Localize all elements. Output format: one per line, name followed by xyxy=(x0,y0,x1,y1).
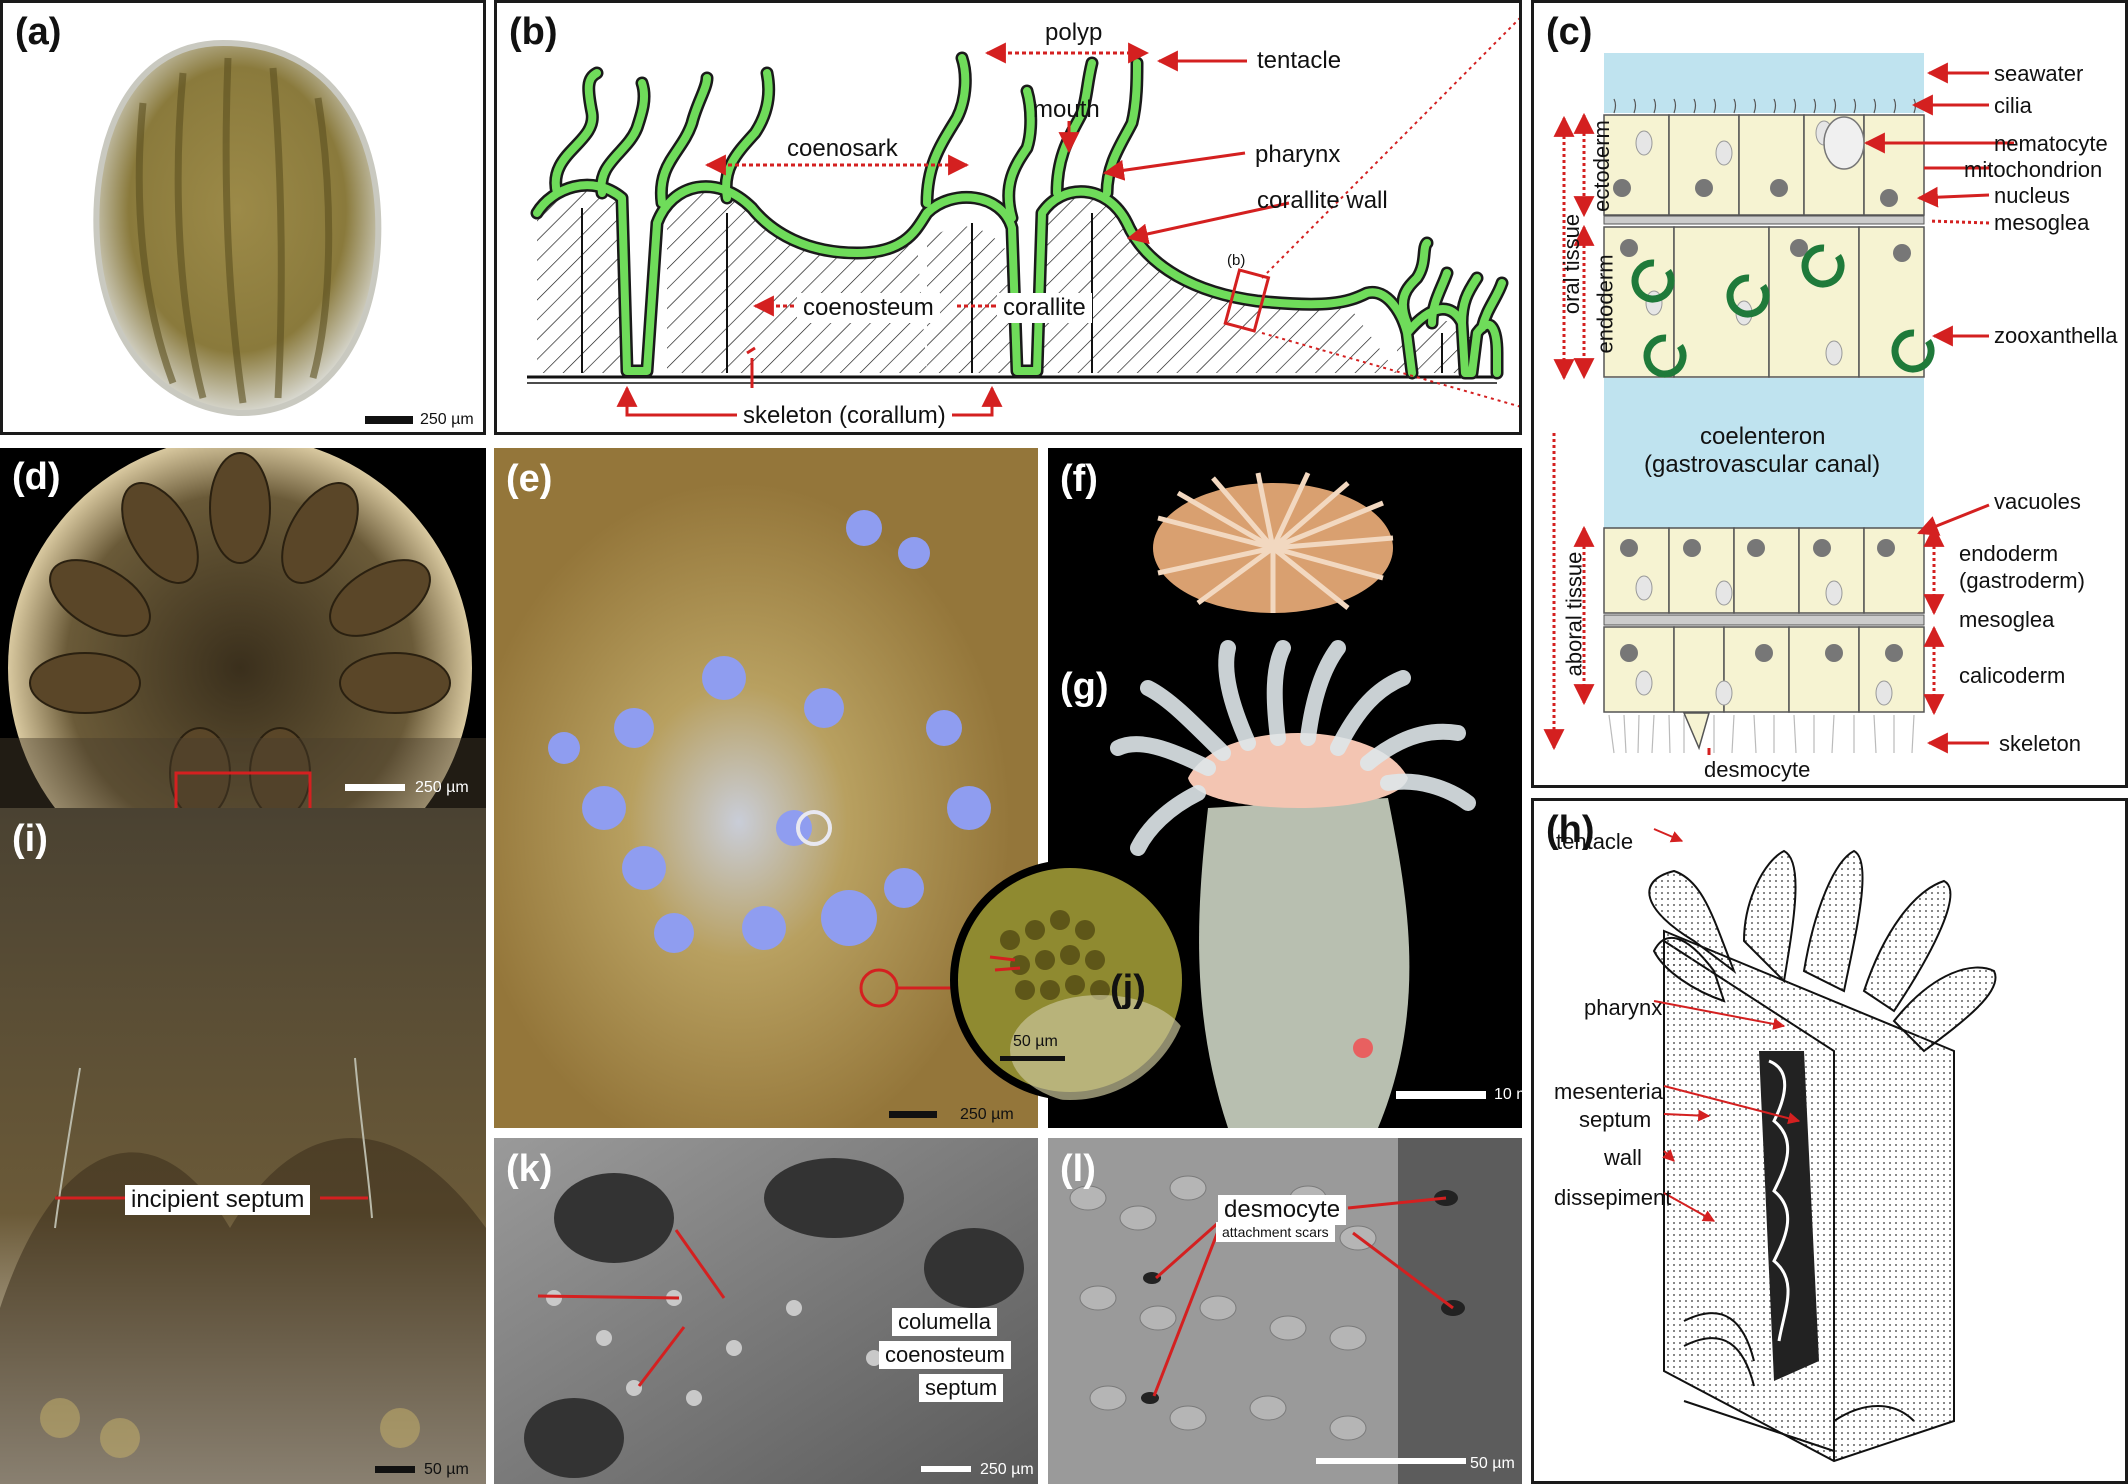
label-skeleton: skeleton xyxy=(1999,731,2081,756)
label-gastrovascular: (gastrovascular canal) xyxy=(1644,451,1881,478)
inset-box-i xyxy=(174,771,312,808)
panel-fg-image xyxy=(1110,471,1486,1128)
label-corallite-wall: corallite wall xyxy=(1257,187,1388,214)
panel-e-image xyxy=(494,448,1038,1128)
panel-j-image xyxy=(958,868,1190,1100)
label-inset-b: (b) xyxy=(1227,252,1246,269)
label-cilia: cilia xyxy=(1994,93,2032,118)
label-calicoderm: calicoderm xyxy=(1959,663,2066,688)
label-pharynx: pharynx xyxy=(1255,141,1341,168)
scale-bar-d xyxy=(345,784,405,791)
panel-d-label: (d) xyxy=(12,456,61,498)
panel-a-label: (a) xyxy=(15,11,62,53)
panel-h: (h) tentacle pharynx mesenteria septum w… xyxy=(1531,798,2128,1484)
panel-j: (j) 50 µm xyxy=(950,860,1190,1100)
label-incipient-septum: incipient septum xyxy=(125,1185,311,1215)
panel-l-label: (l) xyxy=(1060,1148,1096,1190)
panel-i: (i) incipient septum 50 µm xyxy=(0,808,486,1484)
label-coelenteron: coelenteron xyxy=(1700,423,1826,450)
scale-bar-e xyxy=(889,1111,937,1118)
panel-g-label: (g) xyxy=(1060,666,1109,708)
label-mesoglea-bottom: mesoglea xyxy=(1959,607,2055,632)
label-h-septum: septum xyxy=(1579,1107,1652,1132)
label-h-pharynx: pharynx xyxy=(1584,995,1663,1020)
label-nucleus: nucleus xyxy=(1994,183,2070,208)
label-polyp: polyp xyxy=(1045,19,1103,46)
label-ectoderm: ectoderm xyxy=(1588,120,1614,212)
scale-bar-k xyxy=(921,1466,971,1472)
coral-f xyxy=(1153,471,1394,613)
label-h-wall: wall xyxy=(1604,1145,1642,1170)
panel-c: (c) seawater cilia nematocyte mitochondr… xyxy=(1531,0,2128,788)
panel-k-label: (k) xyxy=(506,1148,553,1190)
panel-l-image xyxy=(1048,1138,1522,1484)
panel-l: (l) desmocyte attachment scars 50 µm xyxy=(1048,1138,1522,1484)
panel-a: (a) 250 µm xyxy=(0,0,486,435)
scale-text-g: 10 mm xyxy=(1494,1086,1522,1103)
panel-k: (k) columella coenosteum septum 250 µm xyxy=(494,1138,1038,1484)
scale-text-e: 250 µm xyxy=(960,1106,1014,1123)
scale-text-l: 50 µm xyxy=(1470,1455,1515,1472)
label-h-dissepiment: dissepiment xyxy=(1554,1185,1672,1210)
panel-b-diagram xyxy=(527,17,1519,417)
scale-text-d: 250 µm xyxy=(415,779,469,796)
scale-bar-i xyxy=(375,1466,415,1473)
label-gastroderm: (gastroderm) xyxy=(1959,568,2085,593)
label-h-tentacle: tentacle xyxy=(1556,829,1634,854)
panel-e-label: (e) xyxy=(506,458,553,500)
scale-text-j: 50 µm xyxy=(1013,1033,1058,1050)
label-seawater: seawater xyxy=(1994,61,2084,86)
label-coenosark: coenosark xyxy=(787,135,898,162)
label-k-septum: septum xyxy=(919,1374,1004,1402)
coral-g xyxy=(1110,640,1476,1128)
panel-i-label: (i) xyxy=(12,818,48,860)
label-mouth: mouth xyxy=(1033,96,1100,123)
label-coenosteum: coenosteum xyxy=(797,293,940,323)
panel-c-diagram xyxy=(1543,53,2014,755)
larva-body xyxy=(93,39,382,417)
panel-b-label: (b) xyxy=(509,11,558,53)
panel-a-image xyxy=(93,39,413,424)
panel-h-diagram xyxy=(1648,828,1997,1463)
label-mesoglea-top: mesoglea xyxy=(1994,210,2090,235)
panel-h-label: (h) xyxy=(1546,809,1595,851)
label-desmocyte: desmocyte xyxy=(1704,757,1811,782)
label-k-columella: columella xyxy=(892,1308,997,1336)
label-l-desmocyte: desmocyte xyxy=(1218,1195,1347,1225)
label-skeleton-corallum: skeleton (corallum) xyxy=(737,401,952,431)
panel-i-image xyxy=(0,808,486,1484)
label-endoderm-left: endoderm xyxy=(1592,254,1618,354)
label-nematocyte: nematocyte xyxy=(1994,131,2108,156)
scale-bar-g xyxy=(1396,1091,1486,1099)
label-corallite: corallite xyxy=(997,293,1092,323)
panel-e: (e) 250 µm xyxy=(494,448,1038,1128)
label-l-attachment-scars: attachment scars xyxy=(1216,1222,1335,1242)
scale-text-k: 250 µm xyxy=(980,1461,1034,1478)
panel-d: (d) 250 µm xyxy=(0,448,486,808)
scale-text-a: 250 µm xyxy=(420,411,474,428)
panel-d-image xyxy=(0,448,486,808)
panel-j-label: (j) xyxy=(1110,968,1146,1010)
label-k-coenosteum: coenosteum xyxy=(879,1341,1011,1369)
scale-bar-l xyxy=(1316,1458,1466,1464)
inset-box xyxy=(1223,268,1271,333)
panel-c-label: (c) xyxy=(1546,11,1593,53)
scale-bar-j xyxy=(1000,1056,1065,1061)
label-oral-tissue: oral tissue xyxy=(1559,213,1585,315)
panel-b: (b) polyp tentacle mouth pharynx coenosa… xyxy=(494,0,1522,435)
scale-text-i: 50 µm xyxy=(424,1461,469,1478)
label-aboral-tissue: aboral tissue xyxy=(1561,551,1587,677)
label-tentacle: tentacle xyxy=(1257,47,1342,74)
scale-bar-a xyxy=(365,416,413,424)
label-h-mesenteria: mesenteria xyxy=(1554,1079,1663,1104)
panel-f-label: (f) xyxy=(1060,458,1098,500)
nematocyte-shape xyxy=(1823,116,1865,170)
label-mitochondrion: mitochondrion xyxy=(1964,157,2103,182)
label-zooxanthella: zooxanthella xyxy=(1994,323,2118,348)
coral-polyp-disc xyxy=(8,448,472,808)
label-vacuoles: vacuoles xyxy=(1994,489,2081,514)
label-endoderm-right: endoderm xyxy=(1959,541,2059,566)
